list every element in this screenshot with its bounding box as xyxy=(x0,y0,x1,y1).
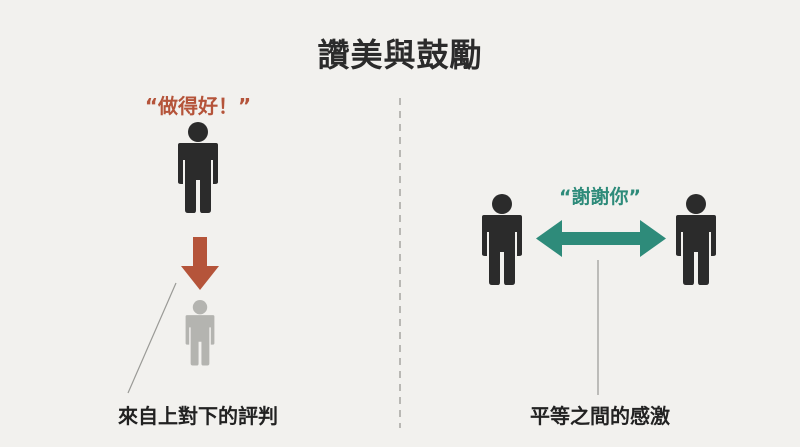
person-left-equal xyxy=(482,194,522,285)
thanks-quote: “謝謝你” xyxy=(559,186,641,208)
diagram-title: 讚美與鼓勵 xyxy=(317,36,483,74)
left-leader-line xyxy=(127,282,177,394)
double-arrow-icon xyxy=(536,220,666,257)
praise-quote: “做得好！” xyxy=(144,94,252,118)
down-arrow-icon xyxy=(181,237,219,290)
right-caption: 平等之間的感激 xyxy=(530,404,670,428)
person-right-equal xyxy=(676,194,716,285)
left-caption: 來自上對下的評判 xyxy=(118,404,278,428)
person-superior xyxy=(178,122,218,213)
person-subordinate xyxy=(185,300,215,366)
